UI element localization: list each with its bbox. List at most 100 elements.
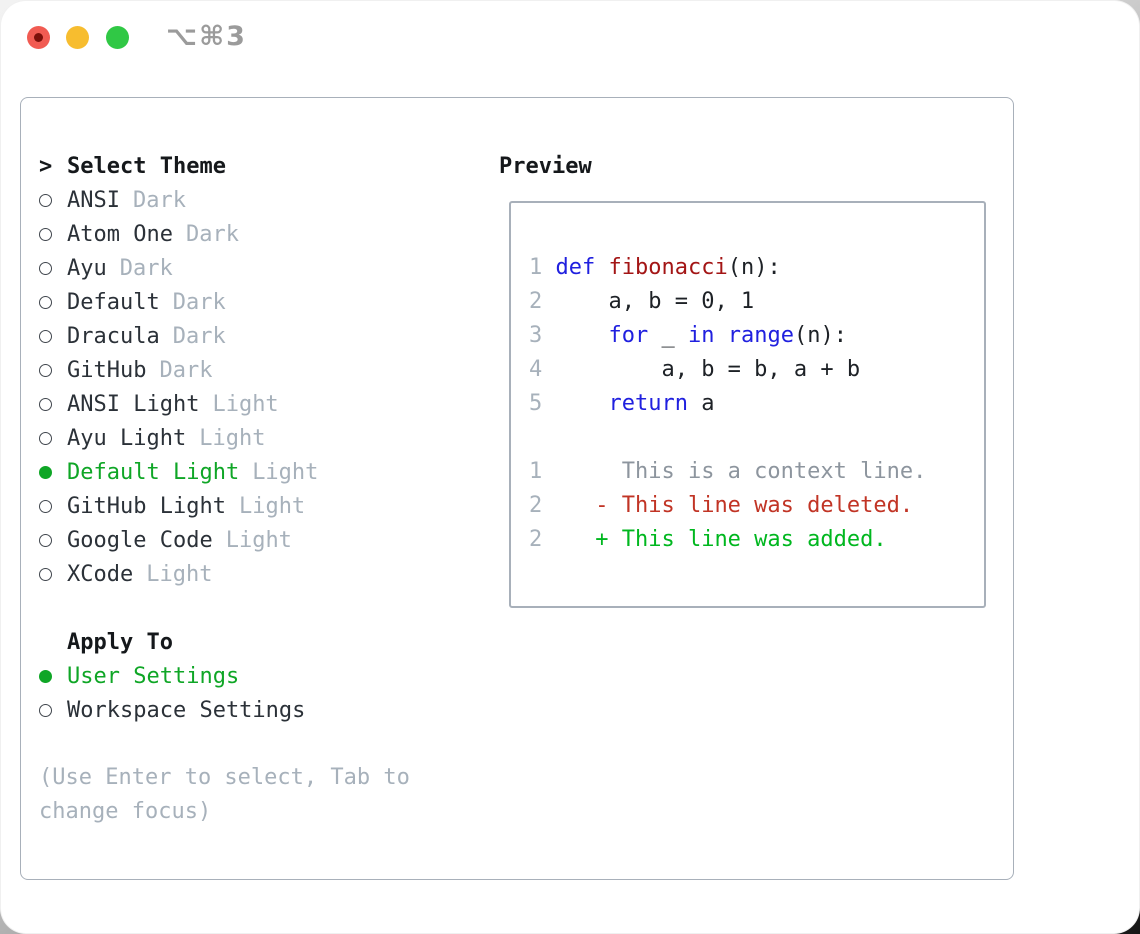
code-line-4: 4 a, b = b, a + b bbox=[529, 353, 984, 387]
radio-cell bbox=[39, 567, 67, 581]
code-line-1: 1 def fibonacci(n): bbox=[529, 251, 984, 285]
theme-option[interactable]: GitHub Light Light bbox=[39, 489, 471, 523]
theme-name: Ayu bbox=[67, 255, 107, 281]
hint-text: (Use Enter to select, Tab to change focu… bbox=[39, 765, 410, 824]
theme-name: GitHub bbox=[67, 357, 147, 383]
line-number: 2 bbox=[529, 493, 556, 518]
radio-icon bbox=[39, 533, 52, 547]
apply-to-header: Apply To bbox=[67, 625, 471, 659]
theme-name: Dracula bbox=[67, 323, 160, 349]
diff-deleted-line: 2 - This line was deleted. bbox=[529, 489, 984, 523]
code-segment: - This line was deleted. bbox=[555, 493, 914, 518]
radio-cell bbox=[39, 499, 67, 513]
code-segment bbox=[595, 255, 608, 280]
zoom-button[interactable] bbox=[106, 26, 129, 49]
radio-icon bbox=[39, 465, 52, 479]
theme-option[interactable]: Default Light Light bbox=[39, 455, 471, 489]
radio-cell bbox=[39, 669, 67, 683]
code-segment: (n): bbox=[727, 255, 781, 280]
code-segment: fibonacci bbox=[608, 255, 728, 280]
radio-cell bbox=[39, 193, 67, 207]
radio-icon bbox=[39, 227, 52, 241]
code-segment: + This line was added. bbox=[555, 527, 887, 552]
code-segment: This is a context line. bbox=[555, 459, 927, 484]
select-theme-title: Select Theme bbox=[67, 153, 226, 179]
apply-option[interactable]: Workspace Settings bbox=[39, 693, 471, 727]
theme-variant: Dark bbox=[132, 187, 186, 213]
radio-icon bbox=[39, 261, 52, 275]
code-line-3: 3 for _ in range(n): bbox=[529, 319, 984, 353]
theme-name: Google Code bbox=[67, 527, 213, 553]
code-segment: def bbox=[555, 255, 596, 280]
radio-cell bbox=[39, 227, 67, 241]
theme-variant: Light bbox=[238, 493, 306, 519]
theme-option[interactable]: ANSI Light Light bbox=[39, 387, 471, 421]
close-dot-icon bbox=[34, 33, 43, 42]
window-shortcut-label: ⌥⌘3 bbox=[166, 21, 247, 52]
radio-cell bbox=[39, 533, 67, 547]
code-line-5: 5 return a bbox=[529, 387, 984, 421]
spacer bbox=[39, 591, 471, 625]
code-segment: in bbox=[687, 323, 715, 348]
radio-icon bbox=[39, 193, 52, 207]
theme-name: Default bbox=[67, 289, 160, 315]
line-number: 1 bbox=[529, 255, 556, 280]
radio-icon bbox=[39, 669, 52, 683]
theme-name: Default Light bbox=[67, 459, 240, 485]
radio-icon bbox=[39, 703, 52, 717]
theme-variant: Dark bbox=[159, 357, 213, 383]
theme-name: GitHub Light bbox=[67, 493, 226, 519]
line-number: 2 bbox=[529, 289, 556, 314]
theme-variant: Dark bbox=[185, 221, 239, 247]
radio-cell bbox=[39, 431, 67, 445]
theme-variant: Light bbox=[252, 459, 319, 485]
theme-name: ANSI bbox=[67, 187, 120, 213]
theme-option[interactable]: Ayu Dark bbox=[39, 251, 471, 285]
line-number: 3 bbox=[529, 323, 556, 348]
apply-option[interactable]: User Settings bbox=[39, 659, 471, 693]
prompt-caret-icon: > bbox=[39, 153, 53, 179]
theme-variant: Light bbox=[146, 561, 213, 587]
radio-icon bbox=[39, 567, 52, 581]
radio-cell bbox=[39, 295, 67, 309]
radio-cell bbox=[39, 465, 67, 479]
line-number: 1 bbox=[529, 459, 556, 484]
code-segment bbox=[556, 391, 609, 416]
radio-icon bbox=[39, 329, 52, 343]
theme-option[interactable]: GitHub Dark bbox=[39, 353, 471, 387]
apply-to-title: Apply To bbox=[67, 629, 173, 655]
close-button[interactable] bbox=[27, 26, 50, 49]
diff-added-line: 2 + This line was added. bbox=[529, 523, 984, 557]
line-number: 4 bbox=[529, 357, 556, 382]
code-segment bbox=[556, 323, 609, 348]
code-segment: a bbox=[687, 391, 715, 416]
spacer bbox=[39, 727, 471, 761]
radio-cell bbox=[39, 703, 67, 717]
select-theme-header: > Select Theme bbox=[39, 149, 471, 183]
theme-variant: Dark bbox=[172, 323, 226, 349]
radio-cell bbox=[39, 397, 67, 411]
theme-option[interactable]: Dracula Dark bbox=[39, 319, 471, 353]
code-segment: (n): bbox=[793, 323, 847, 348]
theme-variant: Light bbox=[199, 425, 266, 451]
theme-name: ANSI Light bbox=[67, 391, 200, 417]
code-segment: a, b = b, a + b bbox=[555, 357, 861, 382]
radio-icon bbox=[39, 397, 52, 411]
code-segment: _ bbox=[648, 323, 688, 348]
theme-variant: Light bbox=[212, 391, 279, 417]
radio-icon bbox=[39, 363, 52, 377]
theme-variant: Dark bbox=[119, 255, 173, 281]
theme-option[interactable]: ANSI Dark bbox=[39, 183, 471, 217]
preview-title: Preview bbox=[499, 153, 592, 179]
minimize-button[interactable] bbox=[66, 26, 89, 49]
